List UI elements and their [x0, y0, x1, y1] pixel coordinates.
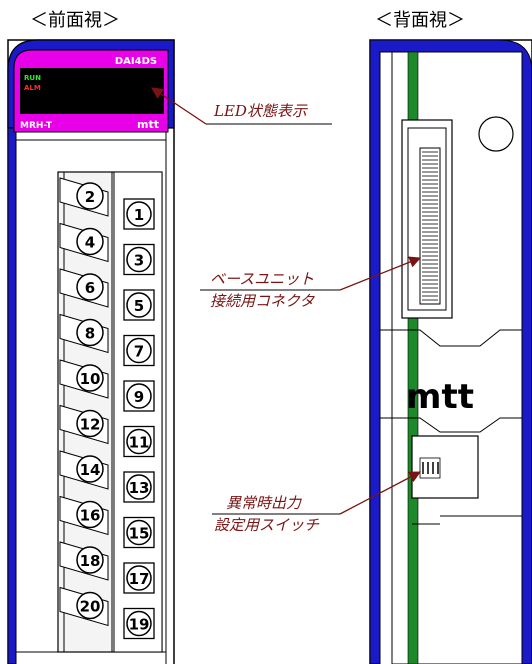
terminal-number: 12 — [80, 416, 101, 434]
terminal-screw — [126, 565, 152, 591]
front-view-title: ＜前面視＞ — [30, 10, 120, 31]
terminal-screw — [126, 428, 152, 455]
connector-callout-line2: 接続用コネクタ — [210, 292, 315, 310]
led-callout-arrow — [151, 87, 207, 125]
terminal-screw — [126, 292, 152, 318]
terminal-screw — [76, 227, 104, 256]
pcb-edge — [407, 51, 419, 664]
terminal-number: 18 — [80, 552, 101, 570]
series-label: MRH-T — [20, 121, 53, 131]
led-callout: LED状態表示 — [214, 102, 307, 120]
terminal-screw — [76, 364, 104, 392]
terminal-number: 10 — [80, 370, 101, 388]
terminal-number: 20 — [80, 598, 101, 616]
model-label: DAI4DS — [115, 56, 157, 67]
alm-led-label: ALM — [24, 84, 41, 92]
terminal-number: 8 — [85, 325, 95, 343]
terminal-screw — [126, 201, 152, 227]
brand-label: mtt — [137, 118, 159, 131]
terminal-number: 14 — [80, 461, 101, 479]
terminal-screw — [126, 383, 152, 409]
terminal-number: 7 — [134, 343, 144, 361]
back-view: mtt — [369, 39, 532, 664]
front-view: DAI4DS RUN ALM MRH-T mtt 214365871091211… — [7, 39, 175, 664]
back-view-title: ＜背面視＞ — [375, 10, 465, 31]
terminal-number: 13 — [129, 479, 150, 497]
terminal-number: 9 — [134, 388, 144, 406]
terminal-screw — [76, 409, 104, 438]
terminal-screw — [76, 318, 104, 347]
connector-callout-arrow — [339, 256, 422, 291]
terminal-number: 3 — [134, 252, 144, 270]
back-round-hole — [478, 116, 514, 152]
terminal-screw — [126, 246, 152, 273]
terminal-number: 15 — [129, 525, 150, 543]
terminal-screw — [76, 273, 104, 301]
back-brand-label: mtt — [406, 377, 474, 417]
front-left-rail — [7, 127, 17, 664]
switch-callout-line1: 異常時出力 — [226, 494, 302, 512]
switch-callout-arrow — [339, 471, 422, 515]
terminal-screw — [76, 182, 104, 210]
connector-pins — [422, 151, 438, 301]
terminal-screw — [76, 500, 104, 529]
terminal-number: 17 — [129, 570, 150, 588]
led-window — [20, 68, 164, 114]
switch-callout-line2: 設定用スイッチ — [214, 516, 320, 534]
terminal-number: 2 — [85, 188, 95, 206]
terminal-number: 4 — [85, 234, 95, 252]
terminal-number: 11 — [129, 434, 150, 452]
terminal-number: 16 — [80, 507, 101, 525]
terminal-screw — [126, 519, 152, 546]
terminal-screw — [76, 546, 104, 574]
terminal-screw — [126, 337, 152, 364]
terminal-number: 5 — [134, 297, 144, 315]
run-led-label: RUN — [24, 74, 41, 82]
terminal-screw — [76, 455, 104, 483]
connector-callout-line1: ベースユニット — [210, 270, 315, 288]
terminal-screw — [126, 474, 152, 500]
dip-switch — [419, 457, 441, 479]
terminal-screw — [76, 591, 104, 620]
terminal-number: 6 — [85, 279, 95, 297]
terminal-number: 19 — [129, 616, 150, 634]
terminal-number: 1 — [134, 206, 144, 224]
terminal-screw — [126, 610, 152, 637]
